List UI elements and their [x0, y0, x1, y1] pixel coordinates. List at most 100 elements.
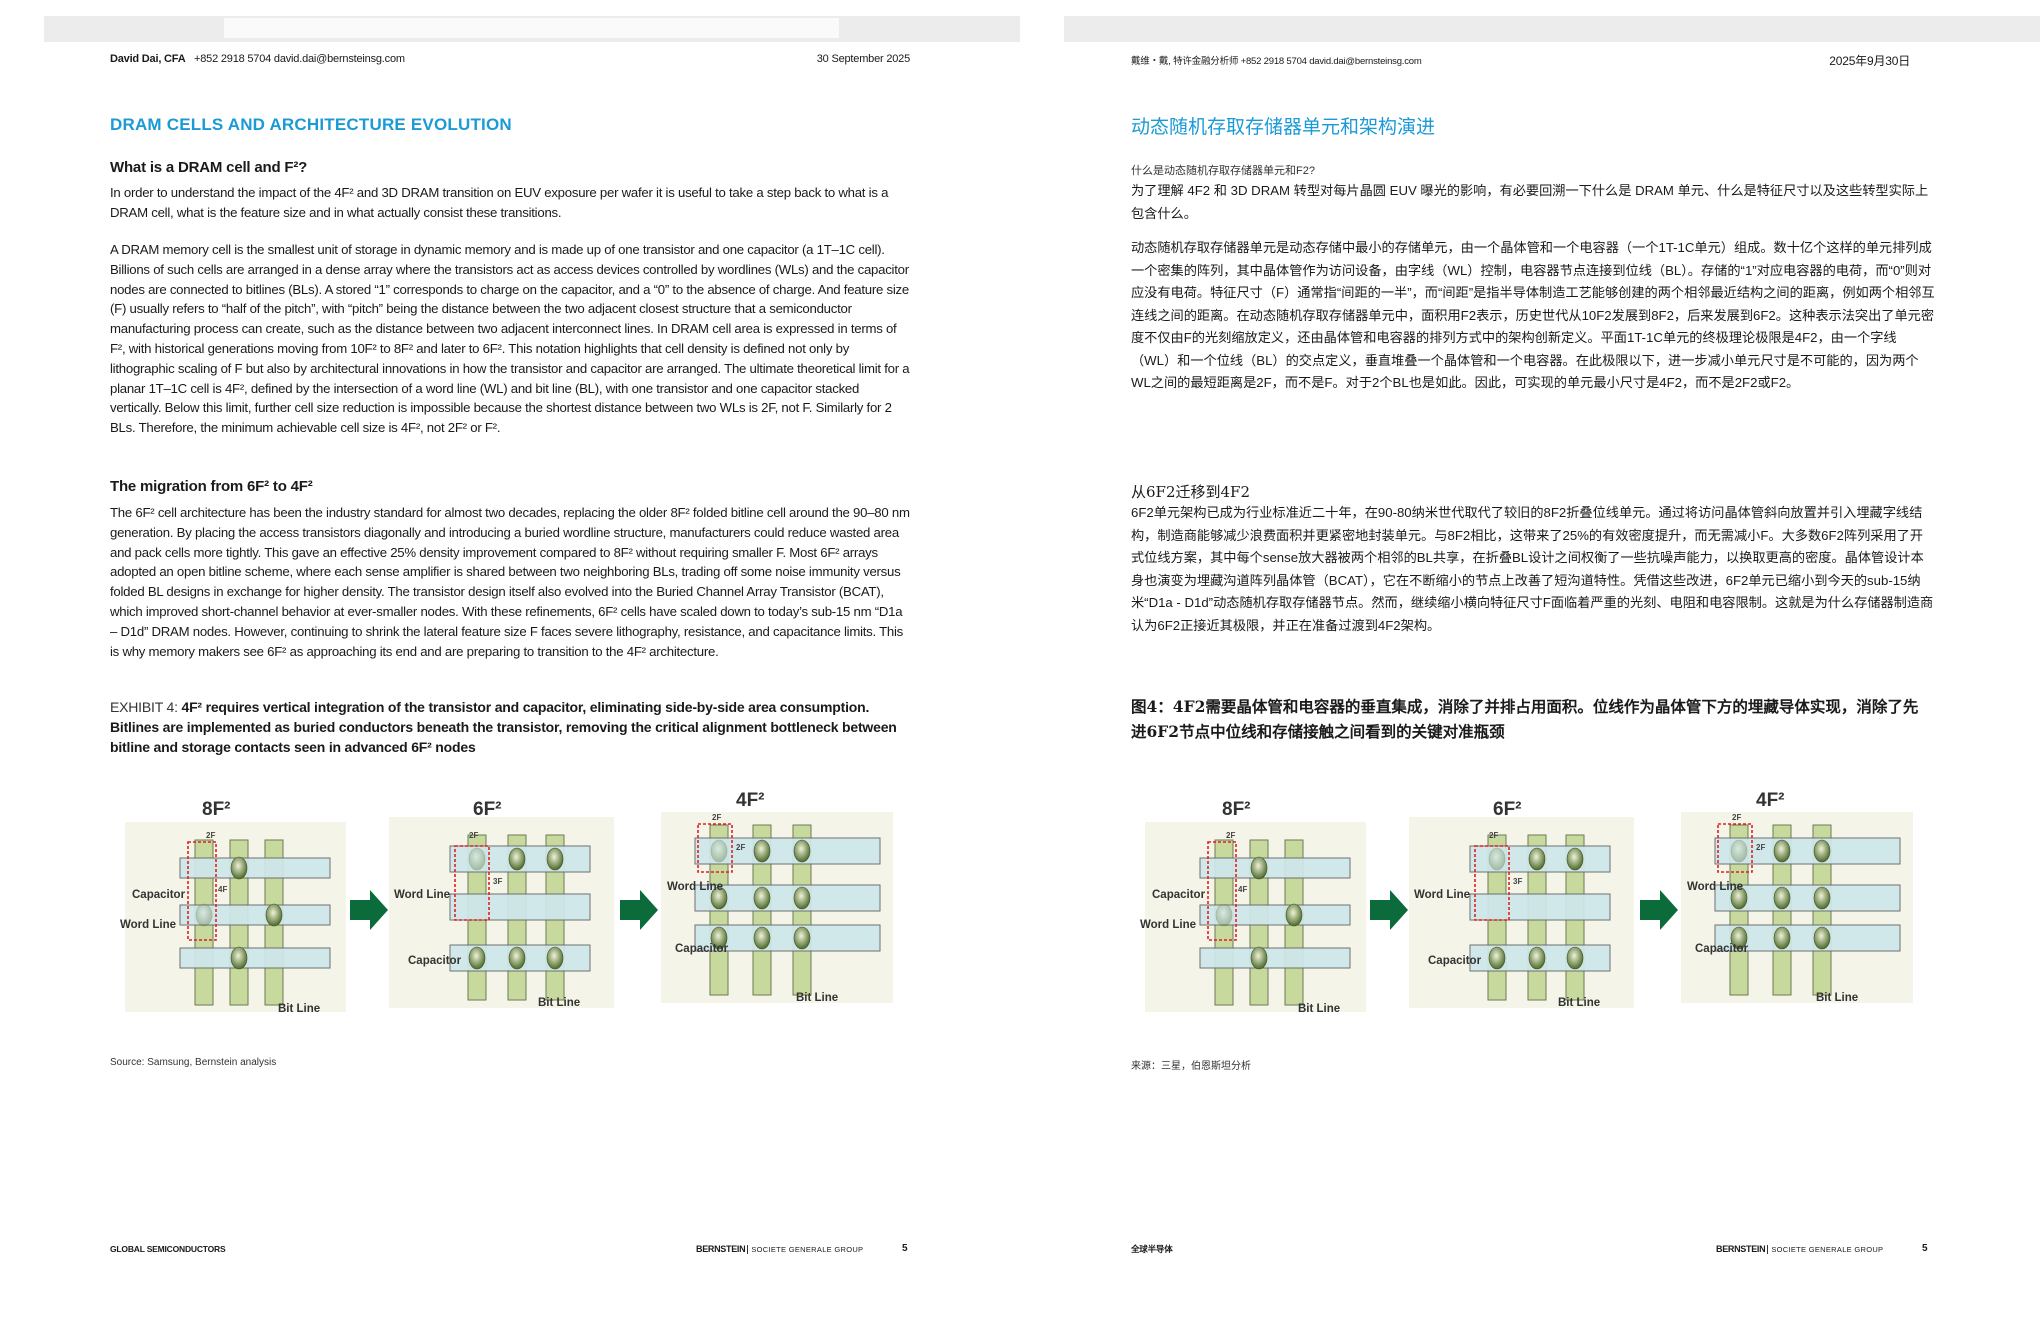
capacitor [195, 903, 213, 927]
capacitor [1250, 946, 1268, 970]
section-title-zh: 动态随机存取存储器单元和架构演进 [1131, 117, 1436, 138]
word-line-label: Word Line [120, 919, 176, 931]
exhibit-caption: EXHIBIT 4: 4F² requires vertical integra… [110, 697, 910, 757]
capacitor [753, 839, 771, 863]
capacitor [793, 839, 811, 863]
capacitor [1285, 903, 1303, 927]
right-arrow-icon [350, 890, 388, 930]
capacitor [1528, 946, 1546, 970]
page-number: 5 [902, 1243, 908, 1254]
page-top-bar-left [44, 16, 1020, 42]
brand-name-zh: BERNSTEIN [1716, 1244, 1766, 1254]
author-name: David Dai, CFA [110, 53, 186, 65]
capacitor [230, 856, 248, 880]
page-number-zh: 5 [1922, 1243, 1928, 1254]
header-author-line: David Dai, CFA +852 2918 5704 david.dai@… [110, 53, 405, 65]
dimension-label: 2F [206, 831, 215, 840]
capacitor-label: Capacitor [1428, 955, 1482, 967]
word-line [1199, 947, 1351, 969]
unit-cell-outline [1717, 823, 1753, 873]
brand-group-zh: SOCIETE GENERALE GROUP [1767, 1245, 1884, 1254]
unit-cell-outline [187, 841, 217, 941]
word-line [1199, 857, 1351, 879]
word-line-label: Word Line [1414, 889, 1470, 901]
exhibit-caption-text: 4F² requires vertical integration of the… [110, 699, 897, 755]
dimension-label: 3F [1513, 877, 1522, 886]
panel-title: 4F² [736, 790, 765, 811]
capacitor [468, 847, 486, 871]
panel-title: 8F² [202, 799, 231, 820]
dimension-label: 4F [1238, 885, 1247, 894]
unit-cell-outline [454, 845, 490, 921]
figure-source: Source: Samsung, Bernstein analysis [110, 1057, 277, 1068]
word-line-label: Word Line [1140, 919, 1196, 931]
capacitor [753, 926, 771, 950]
capacitor [1488, 847, 1506, 871]
capacitor [710, 926, 728, 950]
capacitor [710, 839, 728, 863]
bit-line-label: Bit Line [278, 1003, 320, 1015]
header-author-line-zh: 戴维・戴, 特许金融分析师 +852 2918 5704 david.dai@b… [1131, 56, 1422, 67]
capacitor [1730, 886, 1748, 910]
word-line [1469, 893, 1611, 921]
section-title: DRAM CELLS AND ARCHITECTURE EVOLUTION [110, 115, 512, 134]
capacitor [1566, 946, 1584, 970]
capacitor [1730, 926, 1748, 950]
page-top-bar-right [1064, 16, 2040, 42]
word-line [179, 857, 331, 879]
capacitor [508, 946, 526, 970]
word-line [179, 904, 331, 926]
capacitor [546, 847, 564, 871]
dimension-label: 2F [1732, 813, 1741, 822]
paragraph-intro: In order to understand the impact of the… [110, 185, 889, 220]
subsection-heading-migration-zh: 从6F2迁移到4F2 [1131, 483, 1250, 501]
capacitor-label: Capacitor [132, 889, 186, 901]
capacitor [793, 886, 811, 910]
bit-line-label: Bit Line [1298, 1003, 1340, 1015]
capacitor [230, 946, 248, 970]
capacitor [1773, 886, 1791, 910]
capacitor-label: Capacitor [1152, 889, 1206, 901]
right-arrow-icon [1640, 890, 1678, 930]
paragraph-dram-cell: A DRAM memory cell is the smallest unit … [110, 242, 910, 436]
bit-line-label: Bit Line [538, 997, 580, 1009]
figure-source-zh: 来源：三星，伯恩斯坦分析 [1131, 1061, 1251, 1072]
dimension-label: 2F [1756, 843, 1765, 852]
brand-group: SOCIETE GENERALE GROUP [747, 1245, 864, 1254]
capacitor [1488, 946, 1506, 970]
capacitor [753, 886, 771, 910]
dimension-label: 2F [469, 831, 478, 840]
paragraph-migration-zh: 6F2单元架构已成为行业标准近二十年，在90-80纳米世代取代了较旧的8F2折叠… [1131, 505, 1934, 633]
right-arrow-icon [620, 890, 658, 930]
unit-cell-outline [697, 823, 733, 873]
right-arrow-icon [1370, 890, 1408, 930]
capacitor [1773, 926, 1791, 950]
subsection-heading-dram-cell-zh: 什么是动态随机存取存储器单元和F2? [1131, 165, 1315, 177]
author-contact[interactable]: +852 2918 5704 david.dai@bernsteinsg.com [194, 53, 405, 65]
capacitor [1730, 839, 1748, 863]
word-line-label: Word Line [1687, 881, 1743, 893]
word-line [179, 947, 331, 969]
dimension-label: 4F [218, 885, 227, 894]
dimension-label: 2F [1489, 831, 1498, 840]
footer-section: GLOBAL SEMICONDUCTORS [110, 1244, 226, 1254]
capacitor [1773, 839, 1791, 863]
paragraph-migration: The 6F² cell architecture has been the i… [110, 505, 910, 659]
unit-cell-outline [1474, 845, 1510, 921]
report-date: 30 September 2025 [816, 53, 910, 65]
dimension-label: 3F [493, 877, 502, 886]
capacitor [1813, 886, 1831, 910]
capacitor-label: Capacitor [408, 955, 462, 967]
capacitor-label: Capacitor [1695, 943, 1749, 955]
subsection-heading-dram-cell: What is a DRAM cell and F²? [110, 159, 308, 176]
bit-line-label: Bit Line [1558, 997, 1600, 1009]
capacitor [1215, 903, 1233, 927]
exhibit-caption-zh: 图4：4F2需要晶体管和电容器的垂直集成，消除了并排占用面积。位线作为晶体管下方… [1131, 697, 1919, 741]
